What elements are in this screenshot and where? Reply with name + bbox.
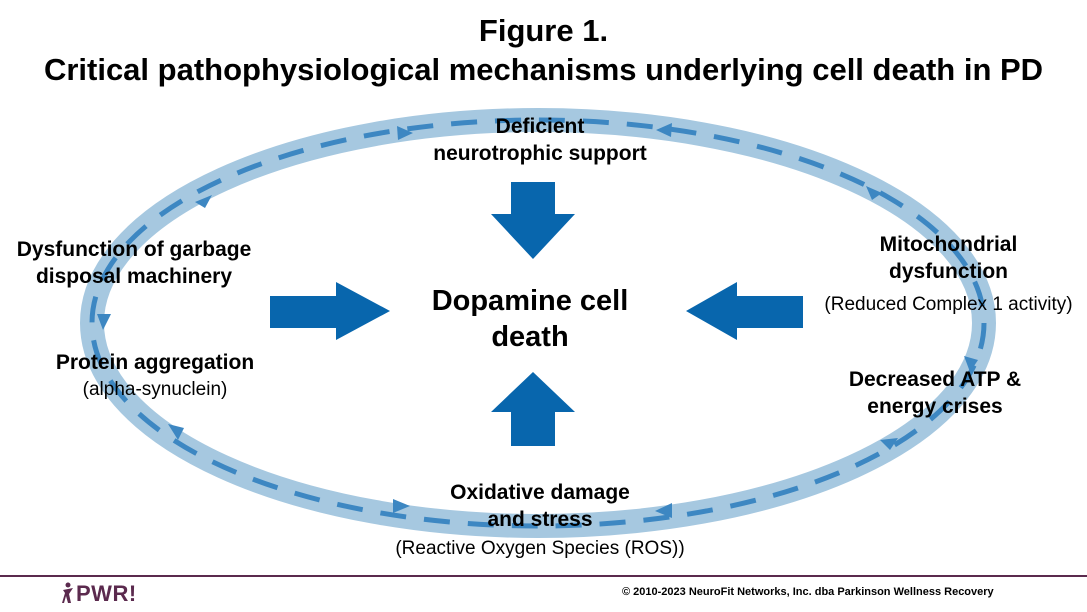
center-line2: death bbox=[491, 321, 569, 353]
node-garbage-line2: disposal machinery bbox=[35, 265, 233, 288]
node-atp-line1: Decreased ATP & bbox=[848, 368, 1022, 391]
logo-text: PWR! bbox=[76, 581, 137, 606]
node-mitochondrial: Mitochondrial dysfunction (Reduced Compl… bbox=[810, 231, 1087, 318]
node-atp-line2: energy crises bbox=[867, 395, 1003, 418]
flow-arrowhead bbox=[964, 356, 978, 372]
block-arrow-right-icon bbox=[270, 282, 390, 340]
flow-arrowheads bbox=[97, 123, 978, 518]
footer-divider bbox=[0, 575, 1087, 577]
node-mitochondrial-line1: Mitochondrial bbox=[879, 233, 1018, 256]
node-oxidative-sub: (Reactive Oxygen Species (ROS)) bbox=[395, 538, 685, 559]
figure-label: Figure 1. bbox=[478, 13, 609, 48]
flow-arrowhead bbox=[880, 438, 898, 450]
node-mitochondrial-line2: dysfunction bbox=[889, 260, 1008, 283]
flow-arrowhead bbox=[97, 314, 111, 330]
flow-arrowhead bbox=[168, 424, 184, 440]
node-neurotrophic-line2: neurotrophic support bbox=[433, 142, 647, 165]
node-oxidative: Oxidative damage and stress (Reactive Ox… bbox=[380, 479, 700, 562]
pwr-logo: PWR! bbox=[62, 581, 137, 607]
flow-arrowhead bbox=[866, 186, 882, 200]
cycle-flow-dashes bbox=[89, 117, 987, 529]
node-protein-sub: (alpha-synuclein) bbox=[82, 379, 228, 400]
node-protein-line1: Protein aggregation bbox=[55, 351, 255, 374]
node-atp: Decreased ATP & energy crises bbox=[830, 366, 1040, 420]
node-mitochondrial-sub: (Reduced Complex 1 activity) bbox=[824, 294, 1073, 315]
node-oxidative-line2: and stress bbox=[487, 508, 593, 531]
flow-arrowhead bbox=[656, 123, 672, 137]
flow-arrowhead bbox=[397, 126, 413, 140]
center-node: Dopamine cell death bbox=[400, 283, 660, 355]
flow-arrowhead bbox=[655, 503, 672, 518]
flow-arrowhead bbox=[195, 195, 212, 208]
node-oxidative-line1: Oxidative damage bbox=[450, 481, 630, 504]
node-garbage-line1: Dysfunction of garbage bbox=[16, 238, 252, 261]
flow-arrowhead bbox=[393, 499, 410, 513]
copyright-text: © 2010-2023 NeuroFit Networks, Inc. dba … bbox=[622, 586, 994, 598]
block-arrow-left-icon bbox=[686, 282, 803, 340]
node-neurotrophic-line1: Deficient bbox=[495, 115, 585, 138]
block-arrow-down-icon bbox=[491, 182, 575, 259]
block-arrow-up-icon bbox=[491, 372, 575, 446]
node-neurotrophic: Deficient neurotrophic support bbox=[400, 113, 680, 167]
figure-title: Critical pathophysiological mechanisms u… bbox=[43, 52, 1044, 87]
pwr-figure-icon bbox=[62, 582, 73, 603]
center-line1: Dopamine cell bbox=[431, 285, 629, 317]
node-garbage-disposal: Dysfunction of garbage disposal machiner… bbox=[0, 236, 268, 290]
node-protein: Protein aggregation (alpha-synuclein) bbox=[20, 349, 290, 403]
